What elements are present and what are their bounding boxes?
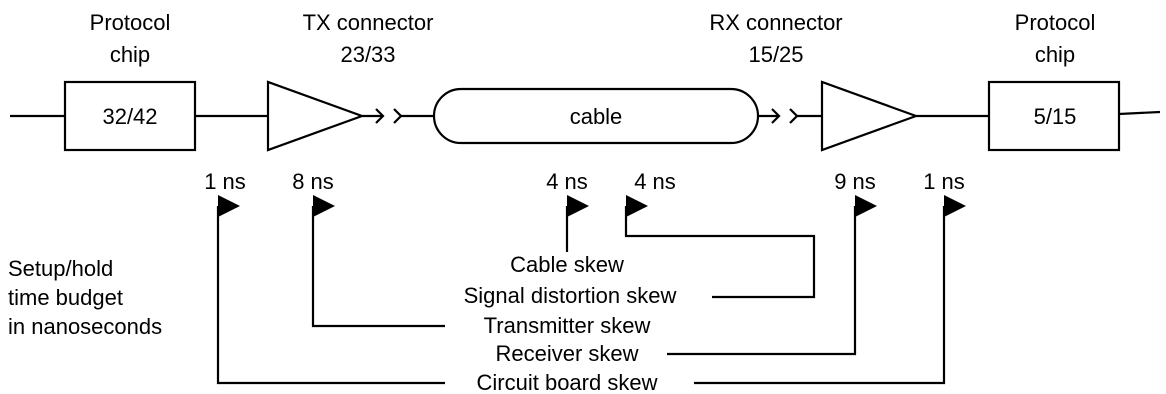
rx-connector-value: 15/25 (748, 42, 803, 67)
rx-connector-caption: RX connector (709, 10, 842, 35)
signal-path (10, 80, 1161, 152)
tx-connector-caption: TX connector (303, 10, 434, 35)
receiver-skew-label: Receiver skew (495, 341, 638, 366)
rx-connector-plug (771, 108, 781, 124)
output-wire (1118, 110, 1161, 116)
rx-buffer-triangle (820, 80, 920, 152)
timing-distortion: 4 ns (634, 169, 676, 194)
timing-board-right: 1 ns (923, 169, 965, 194)
timing-transmitter: 8 ns (292, 169, 334, 194)
budget-note-line3: in nanoseconds (8, 314, 162, 339)
budget-note-line2: time budget (8, 285, 123, 310)
skew-leaders (216, 195, 966, 385)
timing-receiver: 9 ns (834, 169, 876, 194)
tx-buffer-triangle (266, 80, 366, 152)
cable-label: cable (570, 104, 623, 129)
timing-board-left: 1 ns (204, 169, 246, 194)
receiver-skew-arrow (667, 195, 877, 356)
tx-connector-plug (375, 108, 385, 124)
budget-note-line1: Setup/hold (8, 256, 113, 281)
board-skew-right-arrow (694, 195, 966, 385)
rx-connector-socket (789, 108, 799, 124)
distortion-skew-label: Signal distortion skew (464, 283, 677, 308)
transmitter-skew-arrow (311, 195, 445, 328)
right-chip-caption-1: Protocol (1015, 10, 1096, 35)
left-chip-value: 32/42 (102, 104, 157, 129)
tx-connector-value: 23/33 (340, 42, 395, 67)
right-chip-value: 5/15 (1034, 104, 1077, 129)
left-chip-caption-2: chip (110, 42, 150, 67)
board-skew-left-arrow (216, 195, 445, 385)
timing-cable: 4 ns (546, 169, 588, 194)
cable-skew-label: Cable skew (510, 252, 624, 277)
transmitter-skew-label: Transmitter skew (484, 313, 651, 338)
right-chip-caption-2: chip (1035, 42, 1075, 67)
tx-connector-socket (393, 108, 403, 124)
distortion-skew-arrow (624, 195, 816, 299)
circuit-board-skew-label: Circuit board skew (477, 370, 658, 394)
right-protocol-chip (987, 80, 1121, 152)
left-chip-caption-1: Protocol (90, 10, 171, 35)
